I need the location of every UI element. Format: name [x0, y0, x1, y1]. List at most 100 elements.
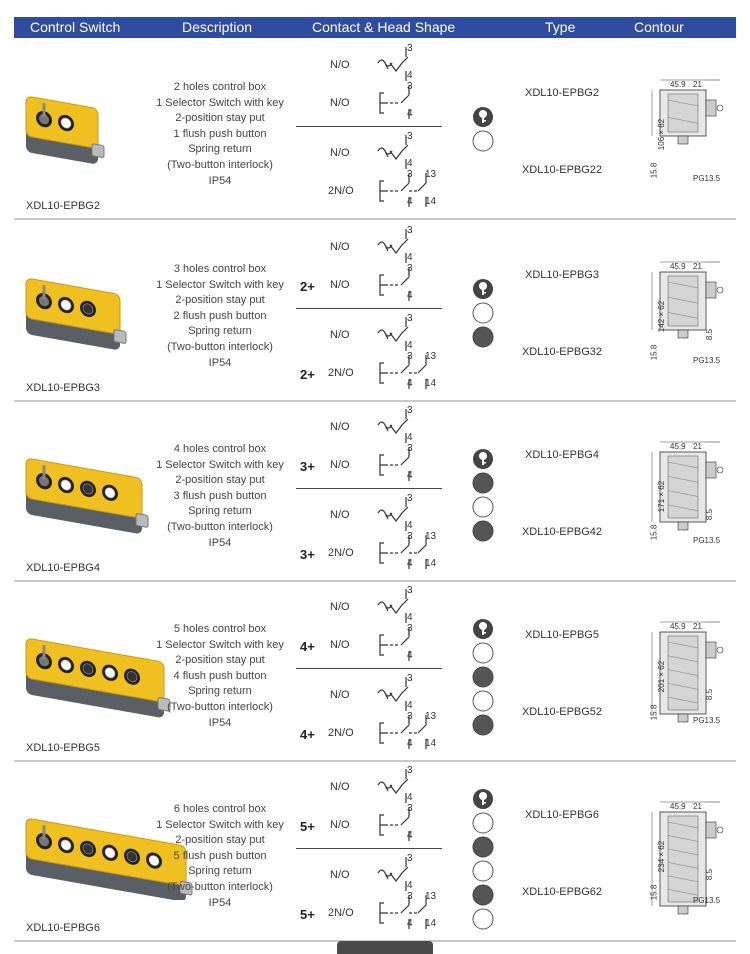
type-name-1: XDL10-EPBG3: [525, 269, 599, 281]
selector-contact-symbol: [377, 135, 409, 169]
header-description: Description: [182, 19, 253, 35]
contact-label-2no: 2N/O: [328, 547, 354, 559]
terminal-4-label: 4: [407, 108, 413, 119]
terminal-3-label: 3: [407, 531, 413, 542]
description-line: 3 flush push button: [173, 489, 267, 502]
contour-dimension-label: 142 × 62: [657, 300, 667, 333]
terminal-4-label: 4: [407, 432, 413, 443]
contact-label-no: N/O: [330, 59, 350, 71]
white-push-button-head-icon: [472, 130, 494, 152]
description-line: 1 Selector Switch with key: [156, 96, 284, 109]
terminal-3-label: 3: [407, 169, 413, 180]
type-name-1: XDL10-EPBG5: [525, 629, 599, 641]
selector-contact-symbol: [377, 47, 409, 81]
contour-drawing: [651, 441, 724, 531]
header-type: Type: [545, 19, 576, 35]
terminal-4-label: 4: [407, 196, 413, 207]
double-push-contact-symbol: [379, 173, 427, 207]
contour-side-label: 8.5: [705, 508, 715, 521]
page-indicator-tab[interactable]: [337, 941, 433, 954]
white-push-button-head-icon: [472, 690, 494, 712]
selector-contact-symbol: [377, 229, 409, 263]
contour-width-label: 21: [693, 802, 702, 811]
description-line: 1 Selector Switch with key: [156, 638, 284, 651]
table-header: Control Switch Description Contact & Hea…: [14, 17, 736, 38]
description-line: IP54: [208, 536, 232, 549]
contact-label-no: N/O: [330, 601, 350, 613]
contour-width-label: 21: [693, 80, 702, 89]
contact-label-no: N/O: [330, 689, 350, 701]
description-line: Spring return: [188, 865, 252, 878]
contour-base-label: 15.8: [649, 884, 659, 901]
double-push-contact-symbol: [379, 355, 427, 389]
contact-label-no: N/O: [330, 279, 350, 291]
double-push-contact-symbol: [379, 535, 427, 569]
terminal-3-label: 3: [407, 263, 413, 274]
contour-drawing: [651, 261, 724, 339]
description-line: (Two-button interlock): [167, 520, 273, 533]
description-line: 2-position stay put: [175, 474, 265, 487]
terminal-3-label: 3: [407, 765, 413, 776]
description-line: IP54: [208, 716, 232, 729]
type-name-2: XDL10-EPBG32: [521, 346, 603, 358]
terminal-14-label: 14: [425, 378, 437, 389]
terminal-4-label: 4: [407, 700, 413, 711]
terminal-3-label: 3: [407, 803, 413, 814]
description-line: (Two-button interlock): [167, 880, 273, 893]
terminal-4-label: 4: [407, 520, 413, 531]
description-line: Spring return: [188, 505, 252, 518]
selector-contact-symbol: [377, 497, 409, 531]
terminal-3-label: 3: [407, 891, 413, 902]
selector-contact-symbol: [377, 857, 409, 891]
terminal-13-label: 13: [425, 169, 437, 180]
row-separator: [14, 580, 736, 582]
terminal-3-label: 3: [407, 43, 413, 54]
contour-dimension-label: 234 × 62: [657, 840, 667, 873]
terminal-3-label: 3: [407, 225, 413, 236]
contact-label-2no: 2N/O: [328, 185, 354, 197]
contour-base-label: 15.8: [649, 704, 659, 721]
contact-label-no: N/O: [330, 241, 350, 253]
white-push-button-head-icon: [472, 496, 494, 518]
description-line: 4 holes control box: [173, 443, 267, 455]
terminal-4-label: 4: [407, 558, 413, 569]
terminal-4-label: 4: [407, 918, 413, 929]
terminal-4-label: 4: [407, 738, 413, 749]
terminal-13-label: 13: [425, 531, 437, 542]
plus-count-label: 4+: [300, 639, 315, 654]
terminal-4-label: 4: [407, 612, 413, 623]
push-contact-symbol: [379, 85, 410, 119]
type-name-2: XDL10-EPBG42: [521, 526, 603, 538]
description-line: (Two-button interlock): [167, 158, 273, 171]
description-line: (Two-button interlock): [167, 340, 273, 353]
terminal-3-label: 3: [407, 405, 413, 416]
contour-side-label: 8.5: [705, 328, 715, 341]
terminal-3-label: 3: [407, 585, 413, 596]
contact-divider-line: [296, 308, 442, 309]
contact-divider-line: [296, 848, 442, 849]
dark-push-button-head-icon: [472, 666, 494, 688]
terminal-3-label: 3: [407, 313, 413, 324]
contact-label-no: N/O: [330, 329, 350, 341]
white-push-button-head-icon: [472, 908, 494, 930]
description-line: 2-position stay put: [175, 294, 265, 307]
contour-width-label: 21: [693, 622, 702, 631]
selector-contact-symbol: [377, 677, 409, 711]
terminal-4-label: 4: [407, 792, 413, 803]
header-contact-head-shape: Contact & Head Shape: [312, 19, 456, 35]
double-push-contact-symbol: [379, 895, 427, 929]
selector-contact-symbol: [377, 769, 409, 803]
contact-label-2no: 2N/O: [328, 727, 354, 739]
key-selector-head-icon: [473, 279, 493, 299]
terminal-4-label: 4: [407, 290, 413, 301]
contour-drawing: [651, 801, 724, 915]
push-contact-symbol: [379, 627, 410, 661]
description-line: Spring return: [188, 143, 252, 156]
terminal-14-label: 14: [425, 918, 437, 929]
contour-side-label: 8.5: [705, 688, 715, 701]
description-line: 5 holes control box: [173, 623, 267, 635]
contact-divider-line: [296, 668, 442, 669]
terminal-3-label: 3: [407, 623, 413, 634]
push-contact-symbol: [379, 267, 410, 301]
